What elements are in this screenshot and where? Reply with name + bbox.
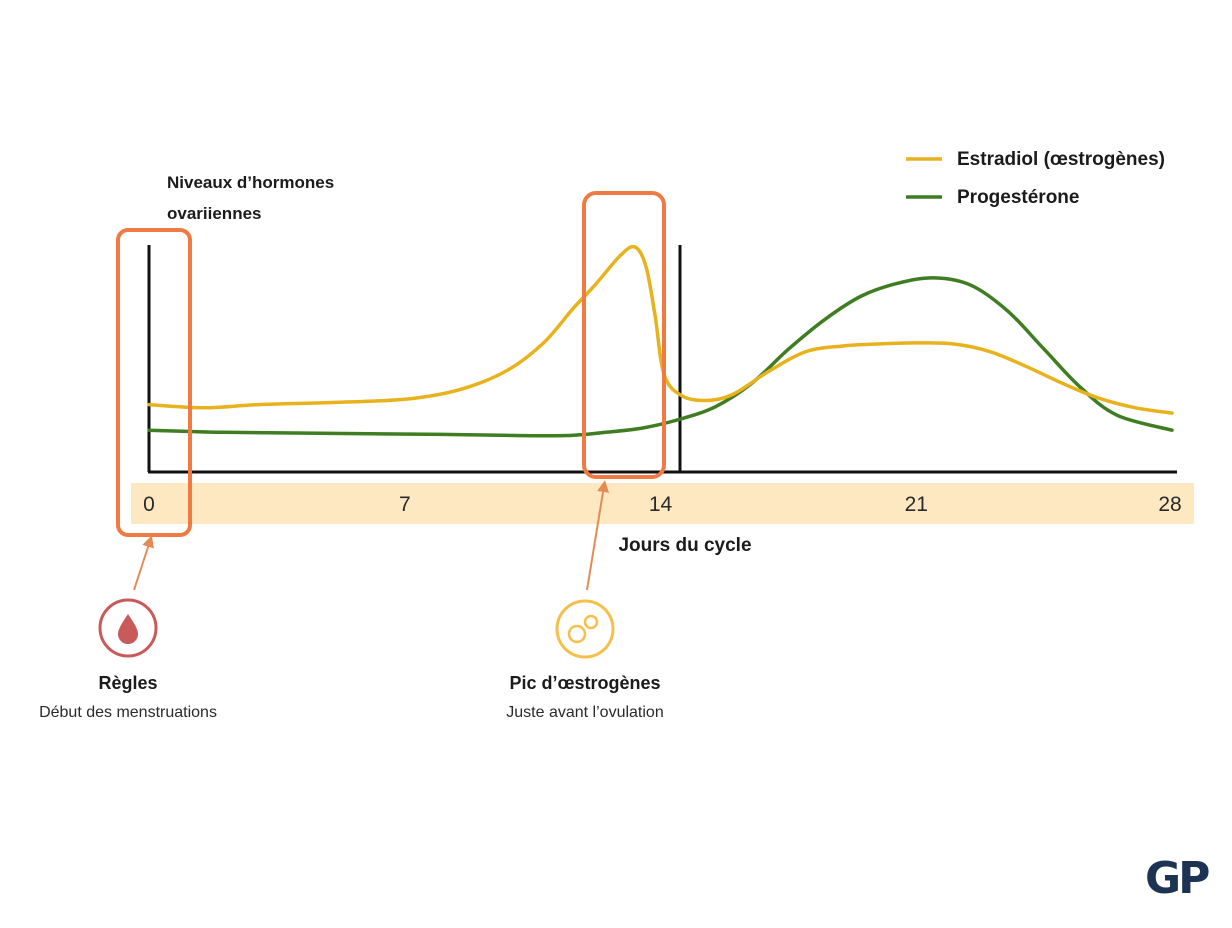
x-axis-band bbox=[131, 483, 1194, 524]
x-tick-label-28: 28 bbox=[1158, 493, 1181, 516]
blood-drop-icon-ring bbox=[98, 598, 158, 658]
annotation-regles-subtitle: Début des menstruations bbox=[39, 704, 217, 721]
highlight-box-regles bbox=[116, 228, 192, 537]
annotation-regles-title: Règles bbox=[98, 673, 157, 693]
chart-title-line-1: Niveaux d’hormones bbox=[167, 173, 334, 192]
annotation-pic-subtitle: Juste avant l’ovulation bbox=[506, 704, 663, 721]
blood-drop-icon bbox=[118, 614, 138, 644]
annotation-regles: Règles Début des menstruations bbox=[39, 598, 217, 721]
arrow-regles bbox=[133, 535, 154, 591]
legend-label-estradiol: Estradiol (œstrogènes) bbox=[957, 149, 1165, 170]
x-tick-label-7: 7 bbox=[399, 493, 411, 516]
arrow-pic bbox=[586, 480, 609, 591]
legend-label-progesterone: Progestérone bbox=[957, 187, 1079, 208]
series-line-estradiol bbox=[147, 244, 1174, 415]
ovum-icon-ring bbox=[555, 599, 615, 659]
ovum-icon bbox=[567, 614, 599, 644]
gp-logo: GP bbox=[1145, 853, 1209, 904]
x-tick-label-14: 14 bbox=[649, 493, 673, 516]
annotation-pic-title: Pic d’œstrogènes bbox=[509, 673, 660, 693]
x-tick-label-0: 0 bbox=[143, 493, 155, 516]
annotation-pic: Pic d’œstrogènes Juste avant l’ovulation bbox=[506, 599, 664, 721]
x-axis-label: Jours du cycle bbox=[618, 535, 751, 556]
highlight-box-pic bbox=[582, 191, 666, 479]
chart-title-line-2: ovariiennes bbox=[167, 204, 262, 223]
x-tick-label-21: 21 bbox=[905, 493, 928, 516]
legend: Estradiol (œstrogènes) Progestérone bbox=[906, 149, 1165, 208]
